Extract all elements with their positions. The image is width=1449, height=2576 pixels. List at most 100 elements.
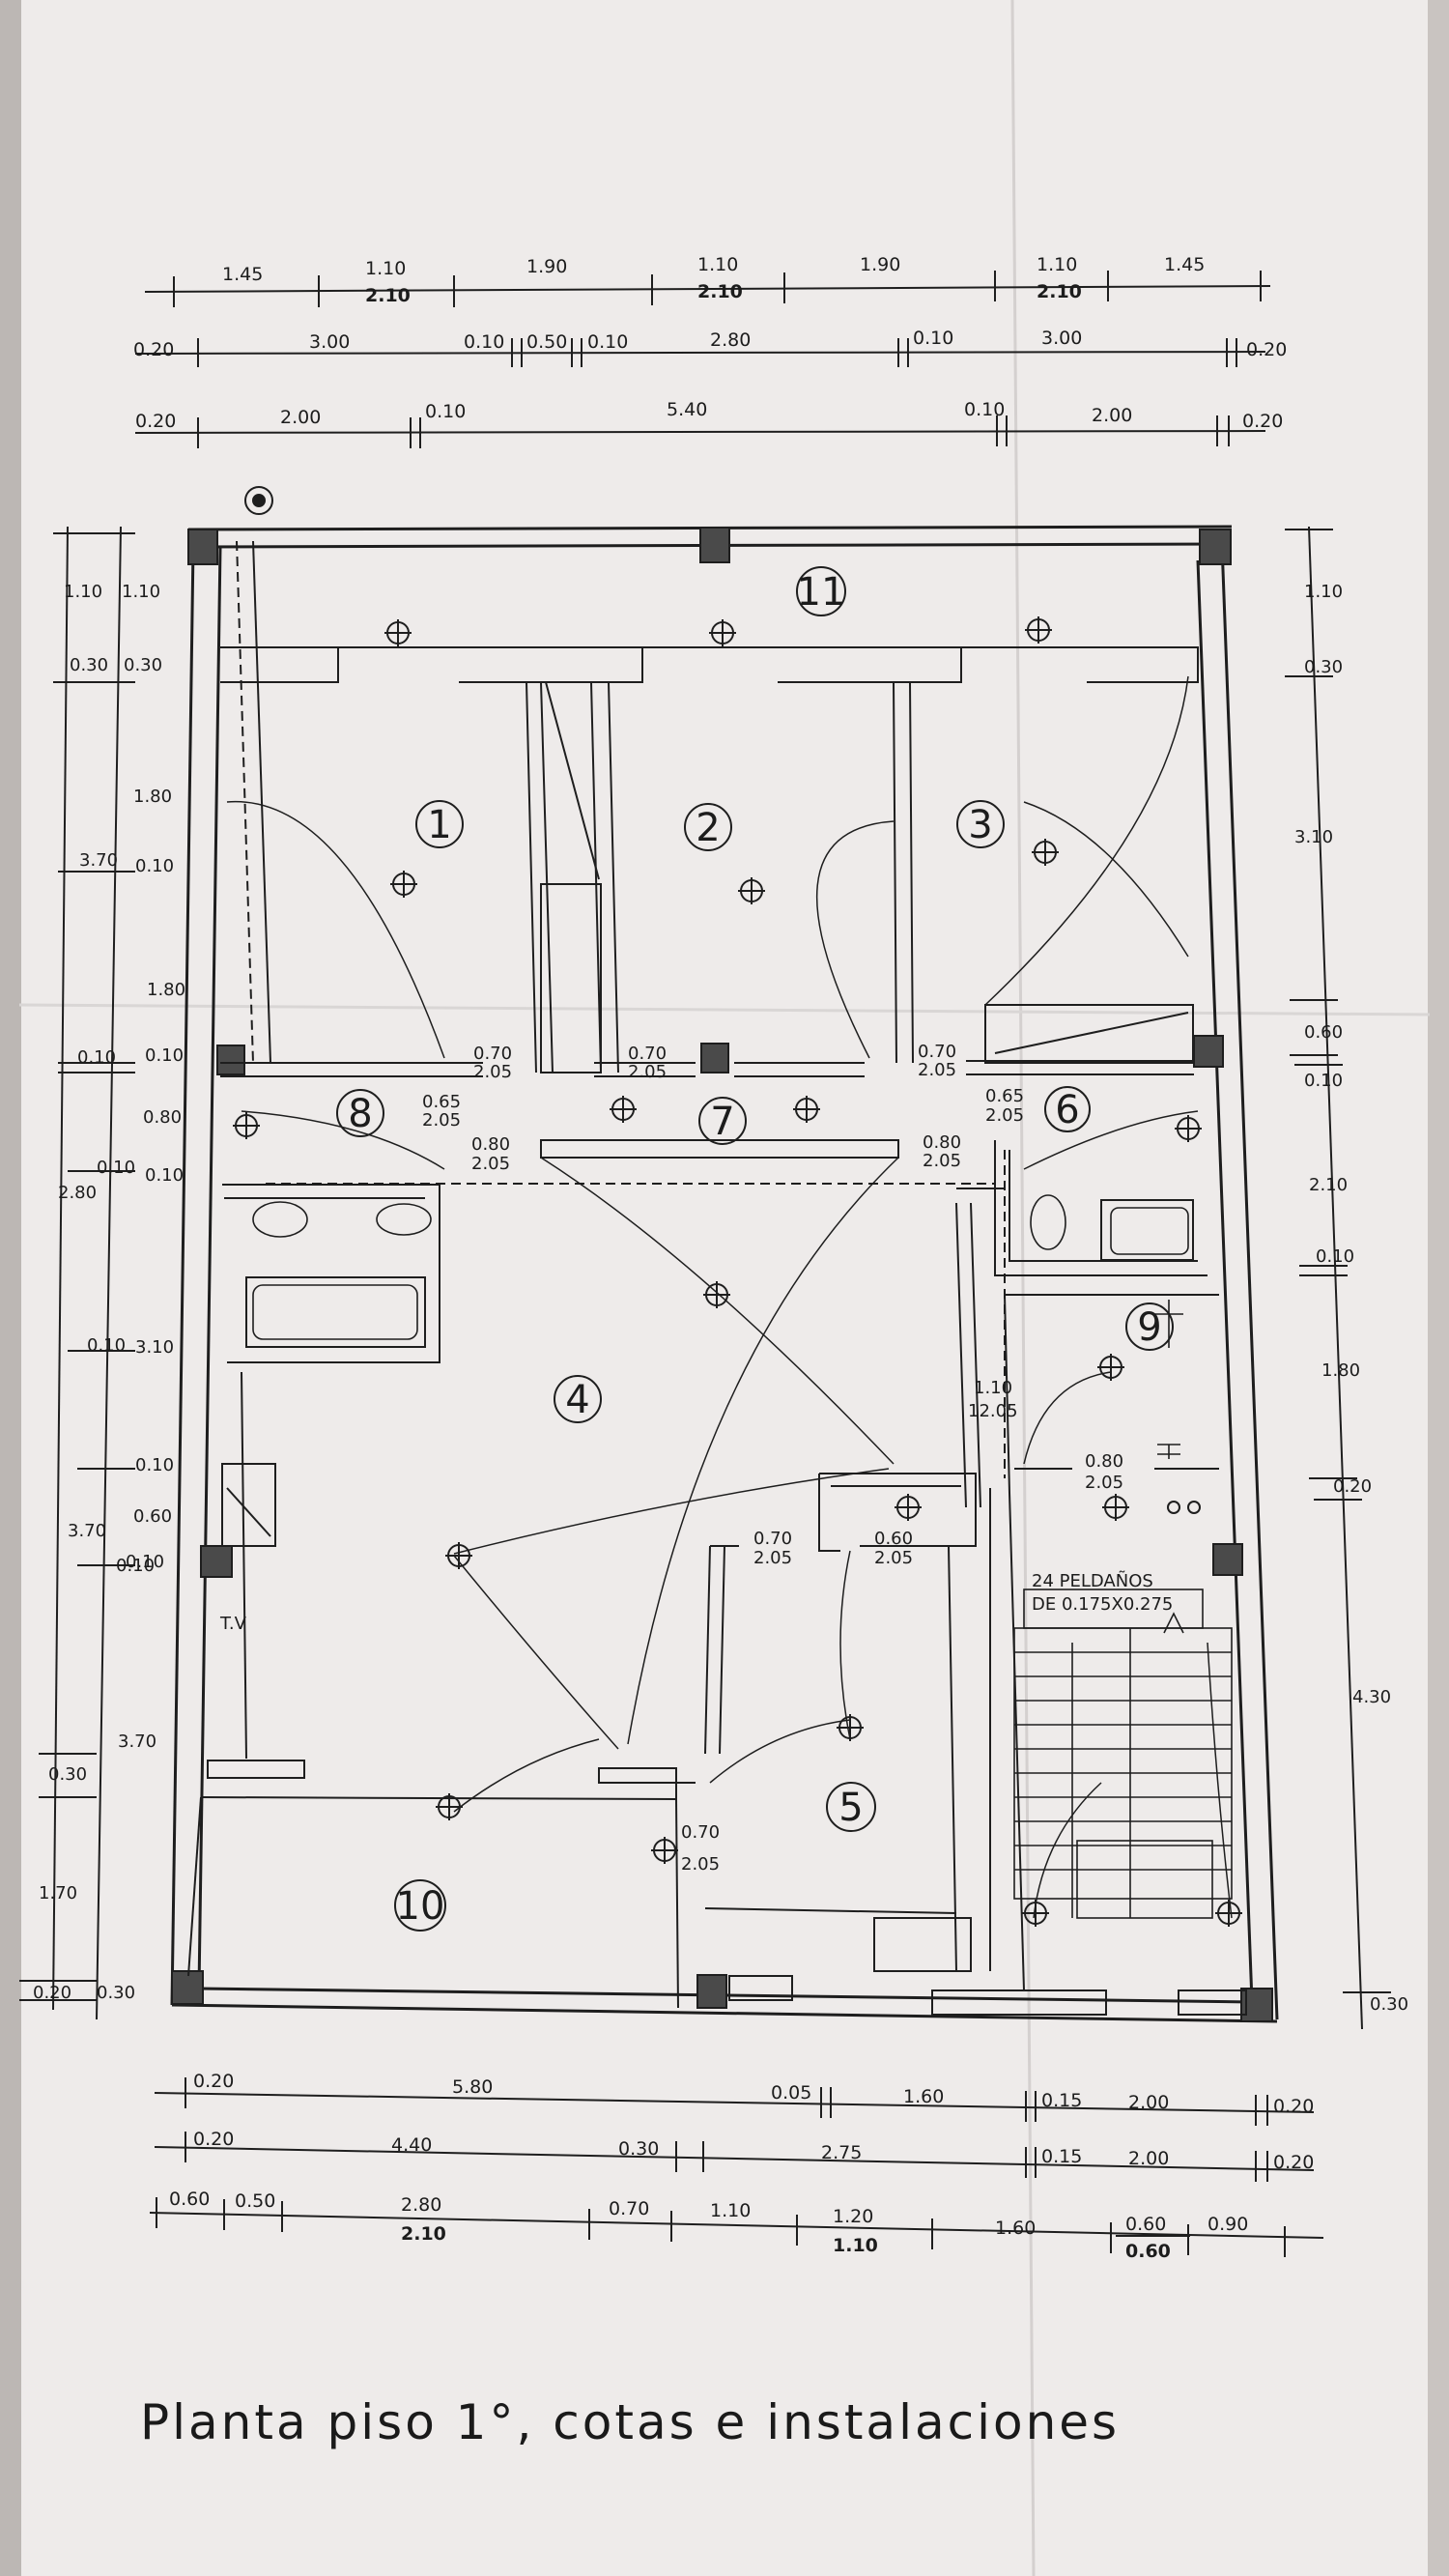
svg-text:3.70: 3.70	[79, 850, 118, 871]
svg-text:9: 9	[1137, 1305, 1161, 1350]
stair-label-line1: 24 PELDAÑOS	[1032, 1570, 1153, 1591]
svg-text:0.60: 0.60	[133, 1506, 172, 1527]
svg-text:0.15: 0.15	[1041, 2090, 1082, 2111]
svg-text:2.80: 2.80	[710, 329, 751, 351]
svg-text:2.10: 2.10	[1037, 281, 1082, 302]
svg-text:2.75: 2.75	[821, 2142, 862, 2163]
svg-text:0.10: 0.10	[425, 401, 466, 422]
drawing-title: Planta piso 1°, cotas e instalaciones	[140, 2394, 1121, 2450]
svg-text:3.10: 3.10	[135, 1337, 174, 1358]
svg-text:0.80: 0.80	[923, 1132, 961, 1153]
svg-text:0.10: 0.10	[587, 331, 628, 353]
svg-text:2.05: 2.05	[918, 1060, 956, 1080]
paper-fold-horizontal	[18, 1003, 1431, 1016]
svg-text:0.10: 0.10	[1304, 1071, 1343, 1091]
svg-text:2.05: 2.05	[471, 1154, 510, 1174]
svg-text:3.70: 3.70	[118, 1732, 156, 1752]
svg-text:0.10: 0.10	[464, 331, 504, 353]
svg-text:0.30: 0.30	[97, 1983, 135, 2003]
svg-text:5.80: 5.80	[452, 2076, 493, 2098]
svg-text:0.10: 0.10	[135, 856, 174, 876]
dims-bottom-text: 0.20 5.80 0.05 1.60 0.15 2.00 0.20 0.20 …	[169, 2071, 1314, 2262]
svg-text:2.00: 2.00	[1128, 2092, 1169, 2113]
door-swings	[226, 675, 1233, 1919]
svg-text:1.10: 1.10	[1304, 582, 1343, 602]
svg-text:0.20: 0.20	[193, 2129, 234, 2150]
svg-text:12.05: 12.05	[968, 1401, 1018, 1421]
svg-text:2.05: 2.05	[628, 1062, 667, 1082]
svg-text:1.80: 1.80	[1321, 1360, 1360, 1381]
svg-text:0.70: 0.70	[681, 1822, 720, 1843]
svg-text:0.20: 0.20	[33, 1983, 71, 2003]
svg-text:8: 8	[348, 1092, 372, 1136]
svg-text:2.00: 2.00	[1128, 2148, 1169, 2169]
paper-shadow-right	[1428, 0, 1449, 2576]
svg-text:0.65: 0.65	[422, 1092, 461, 1112]
svg-text:0.10: 0.10	[1316, 1246, 1354, 1267]
svg-text:0.20: 0.20	[133, 339, 174, 360]
svg-text:3.70: 3.70	[68, 1521, 106, 1541]
svg-text:7: 7	[710, 1100, 734, 1144]
svg-text:2.00: 2.00	[1092, 405, 1132, 426]
svg-text:5: 5	[838, 1786, 863, 1830]
svg-text:0.30: 0.30	[48, 1764, 87, 1785]
svg-text:1.90: 1.90	[526, 256, 567, 277]
paper-fold-vertical	[1010, 0, 1036, 2576]
svg-text:1.10: 1.10	[1037, 254, 1077, 275]
stair-treads	[1013, 1589, 1233, 1919]
svg-text:2.10: 2.10	[1309, 1175, 1348, 1195]
svg-text:0.70: 0.70	[473, 1044, 512, 1064]
svg-text:0.80: 0.80	[471, 1134, 510, 1155]
svg-text:3: 3	[968, 803, 992, 847]
svg-text:0.30: 0.30	[70, 655, 108, 675]
svg-text:2.05: 2.05	[985, 1105, 1024, 1126]
dims-top-text: 1.45 1.10 2.10 1.90 1.10 2.10 1.90 1.10 …	[133, 254, 1287, 432]
svg-text:0.10: 0.10	[135, 1455, 174, 1475]
svg-text:0.30: 0.30	[618, 2138, 659, 2160]
dims-side-lines	[19, 526, 1391, 2030]
svg-text:0.20: 0.20	[193, 2071, 234, 2092]
svg-text:0.10: 0.10	[87, 1335, 126, 1356]
paper-shadow-left	[0, 0, 21, 2576]
svg-text:2.05: 2.05	[681, 1854, 720, 1875]
svg-text:1.10: 1.10	[710, 2200, 751, 2221]
svg-text:0.65: 0.65	[985, 1086, 1024, 1106]
svg-text:0.20: 0.20	[1242, 411, 1283, 432]
svg-text:2.05: 2.05	[1085, 1473, 1123, 1493]
svg-text:0.20: 0.20	[1273, 2096, 1314, 2117]
svg-text:1.80: 1.80	[147, 980, 185, 1000]
svg-text:0.30: 0.30	[1370, 1994, 1408, 2015]
svg-text:6: 6	[1055, 1088, 1079, 1132]
svg-text:0.20: 0.20	[1246, 339, 1287, 360]
svg-text:2.05: 2.05	[753, 1548, 792, 1568]
tv-outlet-label: T.V	[219, 1614, 247, 1634]
svg-text:0.50: 0.50	[526, 331, 567, 353]
svg-text:0.60: 0.60	[169, 2189, 210, 2210]
dims-bottom-lines	[149, 2077, 1324, 2257]
svg-text:0.10: 0.10	[116, 1556, 155, 1576]
svg-text:1.45: 1.45	[222, 264, 263, 285]
svg-text:0.10: 0.10	[77, 1047, 116, 1068]
svg-text:2.10: 2.10	[365, 285, 411, 306]
stair-label-line2: DE 0.175X0.275	[1032, 1594, 1173, 1615]
svg-text:3.00: 3.00	[1041, 328, 1082, 349]
svg-text:10: 10	[396, 1884, 445, 1929]
svg-text:2.05: 2.05	[473, 1062, 512, 1082]
svg-text:0.30: 0.30	[124, 655, 162, 675]
svg-text:1.70: 1.70	[39, 1883, 77, 1903]
svg-text:2: 2	[696, 806, 720, 850]
dims-left-inner-text: 1.10 0.30 1.80 0.10 1.80 0.10 0.80 0.10 …	[97, 582, 185, 2003]
svg-text:0.10: 0.10	[126, 1552, 164, 1572]
svg-text:2.05: 2.05	[874, 1548, 913, 1568]
svg-text:0.15: 0.15	[1041, 2146, 1082, 2167]
svg-text:2.80: 2.80	[58, 1183, 97, 1203]
svg-text:3.10: 3.10	[1294, 827, 1333, 847]
svg-text:1.20: 1.20	[833, 2206, 873, 2227]
svg-text:1.10: 1.10	[64, 582, 102, 602]
light-fixtures	[233, 486, 1242, 1927]
svg-text:0.60: 0.60	[1125, 2214, 1166, 2235]
svg-text:2.05: 2.05	[422, 1110, 461, 1131]
svg-text:0.80: 0.80	[143, 1107, 182, 1128]
svg-text:11: 11	[797, 570, 846, 615]
